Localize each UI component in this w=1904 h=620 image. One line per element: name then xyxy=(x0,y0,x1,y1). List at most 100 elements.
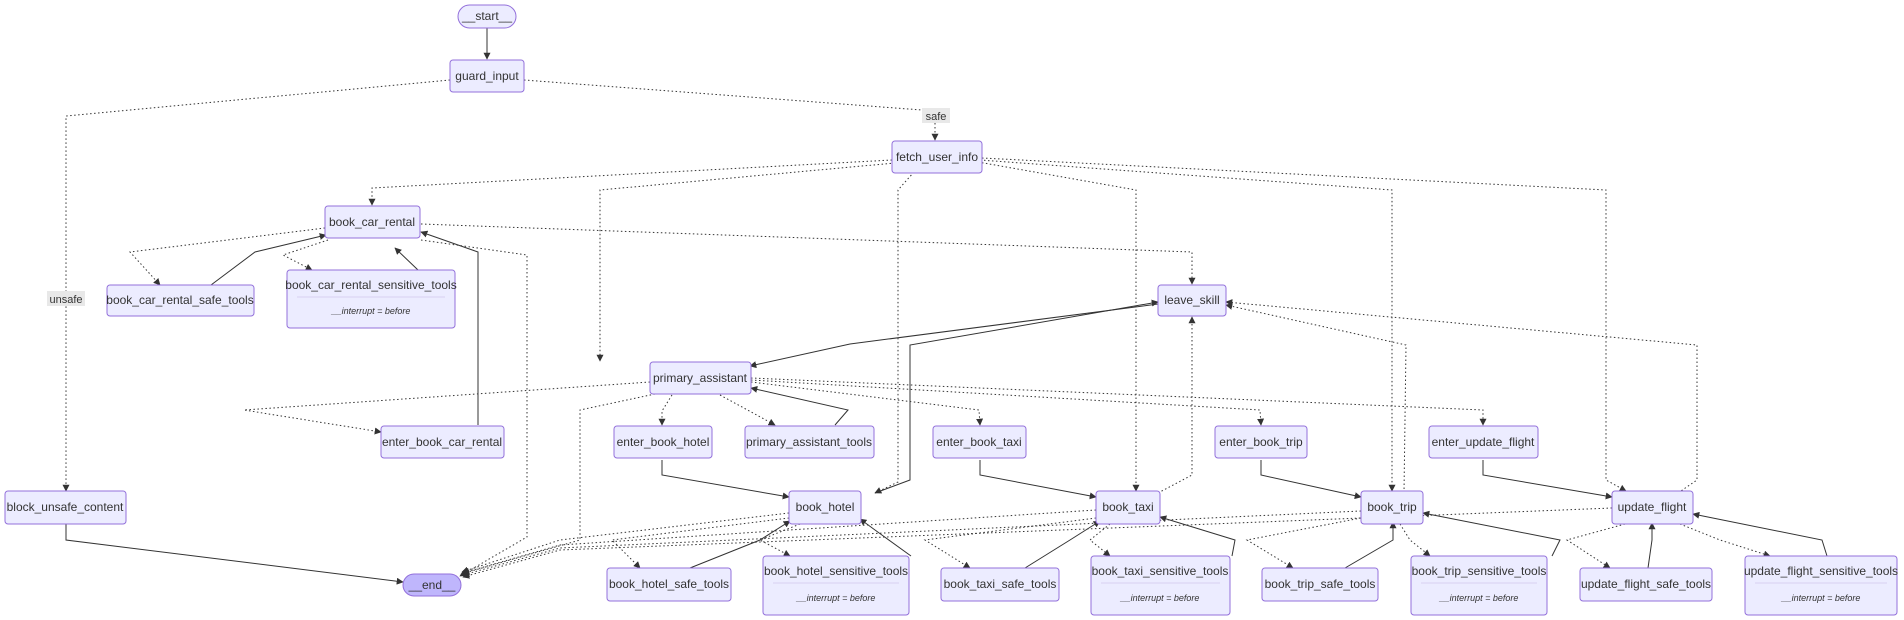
node-fetch-user-info-label: fetch_user_info xyxy=(896,150,978,164)
node-book-taxi-sensitive-tools[interactable]: book_taxi_sensitive_tools __interrupt = … xyxy=(1090,555,1231,616)
node-update-flight-safe-tools[interactable]: update_flight_safe_tools xyxy=(1579,567,1713,602)
node-guard-input[interactable]: guard_input xyxy=(449,59,525,93)
node-primary-assistant-label: primary_assistant xyxy=(653,371,748,385)
edge-primary-enter-flight xyxy=(750,377,1487,426)
edge-book-trip-safe-tools xyxy=(1245,517,1362,569)
node-book-hotel-sensitive-tools[interactable]: book_hotel_sensitive_tools __interrupt =… xyxy=(762,555,910,616)
edge-hotel-sensitive-tools-return xyxy=(859,518,912,557)
node-book-car-rental-sensitive-tools[interactable]: book_car_rental_sensitive_tools __interr… xyxy=(285,269,457,329)
edge-fetch-update-flight xyxy=(981,157,1627,492)
edge-update-flight-end xyxy=(462,507,1613,579)
edge-book-hotel-safe-tools xyxy=(610,517,790,569)
node-book-trip-safe-tools-label: book_trip_safe_tools xyxy=(1265,577,1376,591)
edge-fetch-book-taxi xyxy=(977,161,1140,492)
node-primary-assistant-tools[interactable]: primary_assistant_tools xyxy=(744,425,875,459)
edge-label-unsafe-text: unsafe xyxy=(49,294,82,306)
edge-label-safe-text: safe xyxy=(926,111,947,123)
edge-primary-enter-hotel xyxy=(658,394,673,426)
edge-tools-primary xyxy=(750,385,849,426)
node-update-flight-sensitive-tools[interactable]: update_flight_sensitive_tools __interrup… xyxy=(1744,555,1898,616)
node-enter-book-taxi[interactable]: enter_book_taxi xyxy=(932,425,1027,459)
node-end[interactable]: __end__ xyxy=(402,573,462,597)
node-book-hotel[interactable]: book_hotel xyxy=(788,490,862,525)
node-primary-assistant[interactable]: primary_assistant xyxy=(649,361,752,395)
edge-book-hotel-end xyxy=(461,512,790,574)
node-leave-skill-label: leave_skill xyxy=(1164,293,1219,307)
edge-fetch-primary-assistant xyxy=(596,162,896,362)
edge-book-taxi-leave-skill xyxy=(1157,316,1196,494)
node-book-trip[interactable]: book_trip xyxy=(1360,490,1424,525)
edge-car-rental-sensitive-tools-return xyxy=(394,247,419,271)
edge-primary-enter-trip xyxy=(750,379,1265,426)
edge-hotel-safe-tools-return xyxy=(689,520,791,569)
node-book-car-rental-safe-tools-label: book_car_rental_safe_tools xyxy=(106,293,253,307)
node-book-taxi-safe-tools-label: book_taxi_safe_tools xyxy=(944,577,1057,591)
edge-update-flight-leave-skill xyxy=(1225,299,1698,494)
edge-car-rental-leave-skill xyxy=(420,223,1196,285)
edge-book-hotel-sensitive-tools xyxy=(758,523,801,557)
edge-primary-enter-car-rental xyxy=(243,381,651,435)
edge-fetch-book-trip xyxy=(979,159,1396,492)
node-book-car-rental-safe-tools[interactable]: book_car_rental_safe_tools xyxy=(106,284,255,317)
edge-enter-taxi-book-taxi xyxy=(979,460,1097,500)
edge-guard-input-safe xyxy=(523,79,936,112)
edge-trip-sensitive-tools-return xyxy=(1422,510,1561,557)
node-block-unsafe-content-label: block_unsafe_content xyxy=(7,500,124,514)
node-book-trip-safe-tools[interactable]: book_trip_safe_tools xyxy=(1261,567,1379,602)
node-update-flight[interactable]: update_flight xyxy=(1611,490,1694,525)
node-book-trip-sensitive-tools[interactable]: book_trip_sensitive_tools __interrupt = … xyxy=(1410,555,1548,616)
edge-car-rental-safe-tools xyxy=(128,227,326,286)
node-book-trip-sensitive-tools-label: book_trip_sensitive_tools xyxy=(1412,564,1547,578)
edge-book-taxi-safe-tools xyxy=(923,517,1097,569)
node-enter-book-car-rental[interactable]: enter_book_car_rental xyxy=(380,425,505,459)
edge-enter-trip-book-trip xyxy=(1260,460,1362,500)
node-book-car-rental-interrupt-note: __interrupt = before xyxy=(331,306,411,316)
node-enter-book-trip[interactable]: enter_book_trip xyxy=(1214,425,1308,459)
node-update-flight-interrupt-note: __interrupt = before xyxy=(1781,593,1861,603)
node-update-flight-sensitive-tools-label: update_flight_sensitive_tools xyxy=(1744,564,1898,578)
node-enter-update-flight-label: enter_update_flight xyxy=(1432,435,1535,449)
edge-leave-skill-primary xyxy=(749,303,1159,369)
node-book-taxi-sensitive-tools-label: book_taxi_sensitive_tools xyxy=(1092,564,1229,578)
edge-taxi-safe-tools-return xyxy=(1024,520,1101,569)
node-book-hotel-safe-tools-label: book_hotel_safe_tools xyxy=(609,577,729,591)
node-book-hotel-label: book_hotel xyxy=(796,500,855,514)
node-enter-book-taxi-label: enter_book_taxi xyxy=(936,435,1021,449)
edge-primary-end xyxy=(460,393,656,576)
edge-taxi-sensitive-tools-return xyxy=(1159,515,1236,557)
edge-flight-sensitive-tools-return xyxy=(1692,511,1828,557)
node-block-unsafe-content[interactable]: block_unsafe_content xyxy=(4,490,127,525)
node-enter-update-flight[interactable]: enter_update_flight xyxy=(1428,425,1539,459)
edge-car-rental-safe-tools-return xyxy=(210,233,327,286)
edge-primary-enter-taxi xyxy=(750,381,984,426)
node-enter-book-hotel-label: enter_book_hotel xyxy=(617,435,710,449)
node-leave-skill[interactable]: leave_skill xyxy=(1157,284,1227,317)
node-book-car-rental[interactable]: book_car_rental xyxy=(324,205,421,239)
node-start[interactable]: __start__ xyxy=(457,4,517,29)
edge-car-rental-end xyxy=(420,239,528,577)
node-book-taxi-safe-tools[interactable]: book_taxi_safe_tools xyxy=(940,567,1060,602)
edge-update-flight-sensitive-tools xyxy=(1679,523,1771,558)
node-primary-assistant-tools-label: primary_assistant_tools xyxy=(746,435,872,449)
edge-book-trip-leave-skill xyxy=(1225,302,1407,494)
node-book-hotel-interrupt-note: __interrupt = before xyxy=(796,593,876,603)
node-book-hotel-safe-tools[interactable]: book_hotel_safe_tools xyxy=(606,567,732,602)
node-book-car-rental-sensitive-tools-label: book_car_rental_sensitive_tools xyxy=(285,278,456,292)
edge-book-taxi-sensitive-tools xyxy=(1089,523,1111,557)
node-book-car-rental-label: book_car_rental xyxy=(329,215,415,229)
node-update-flight-safe-tools-label: update_flight_safe_tools xyxy=(1581,577,1711,591)
node-fetch-user-info[interactable]: fetch_user_info xyxy=(891,140,983,174)
edge-primary-tools xyxy=(719,394,776,426)
edge-book-hotel-leave-skill xyxy=(874,299,1159,494)
edge-car-rental-sensitive-tools xyxy=(281,239,329,271)
edges xyxy=(62,28,1828,585)
edge-fetch-book-hotel xyxy=(874,171,915,494)
node-book-trip-interrupt-note: __interrupt = before xyxy=(1439,593,1519,603)
edge-enter-hotel-book-hotel xyxy=(661,460,790,500)
node-book-taxi[interactable]: book_taxi xyxy=(1095,490,1161,525)
node-start-label: __start__ xyxy=(461,9,512,23)
edge-enter-car-rental-book xyxy=(420,230,479,425)
node-enter-book-hotel[interactable]: enter_book_hotel xyxy=(613,425,713,459)
edge-trip-safe-tools-return xyxy=(1344,521,1397,569)
